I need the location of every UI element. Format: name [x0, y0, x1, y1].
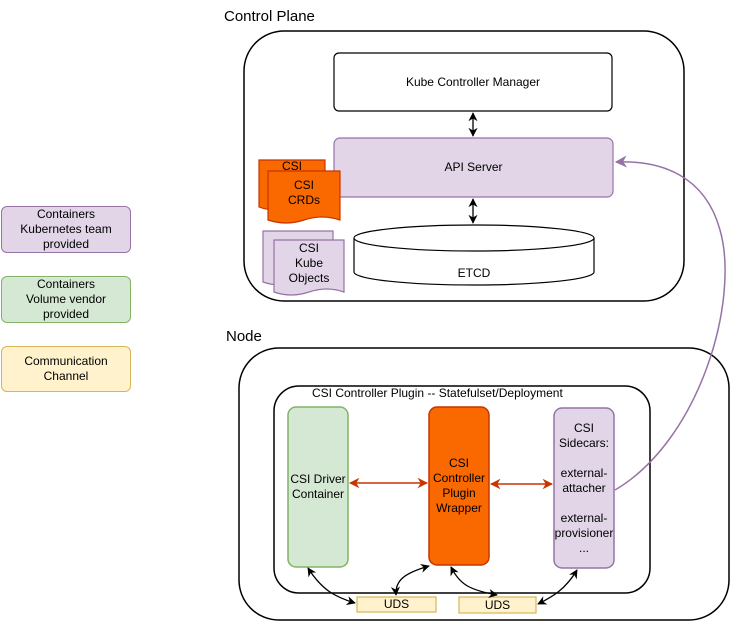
csi-kube-objects-document	[262, 230, 345, 296]
uds-left-label: UDS	[383, 597, 410, 611]
etcd-label: ETCD	[457, 265, 491, 280]
uds-wrapper-arrow	[390, 563, 430, 596]
etcd-cylinder	[353, 224, 595, 286]
uds-left-box	[356, 596, 437, 613]
api-server-box	[333, 137, 614, 198]
legend-communication-channel: Communication Channel	[1, 346, 131, 392]
sidecars-uds-arrow	[537, 569, 578, 605]
csi-driver-container-box	[287, 406, 349, 568]
legend-kubernetes-team: Containers Kubernetes team provided	[1, 206, 131, 253]
csi-kube-objects-label: CSI Kube Objects	[288, 240, 330, 285]
csi-crds-back-label: CSI	[281, 160, 302, 173]
driver-uds-arrow	[307, 567, 356, 606]
sidecars-api-curve	[614, 155, 726, 491]
csi-driver-container-label: CSI Driver Container	[290, 472, 346, 501]
csi-sidecars-label: CSI Sidecars: external- attacher externa…	[554, 420, 614, 555]
wrapper-uds-arrow	[450, 566, 498, 598]
kube-controller-manager-box	[333, 52, 613, 112]
api-server-label: API Server	[444, 160, 503, 174]
csi-controller-plugin-wrapper-label: CSI Controller Plugin Wrapper	[432, 456, 486, 515]
uds-right-label: UDS	[484, 597, 511, 612]
csi-crds-label: CSI CRDs	[288, 178, 320, 207]
node-title: Node	[226, 328, 262, 345]
plugin-title: CSI Controller Plugin -- Statefulset/Dep…	[312, 386, 563, 400]
csi-sidecars-box	[553, 407, 615, 569]
csi-crds-document	[258, 159, 341, 224]
kube-controller-manager-label: Kube Controller Manager	[405, 74, 541, 89]
legend-volume-vendor: Containers Volume vendor provided	[1, 276, 131, 323]
control-plane-title: Control Plane	[224, 8, 315, 25]
csi-controller-plugin-wrapper-box	[428, 406, 490, 566]
